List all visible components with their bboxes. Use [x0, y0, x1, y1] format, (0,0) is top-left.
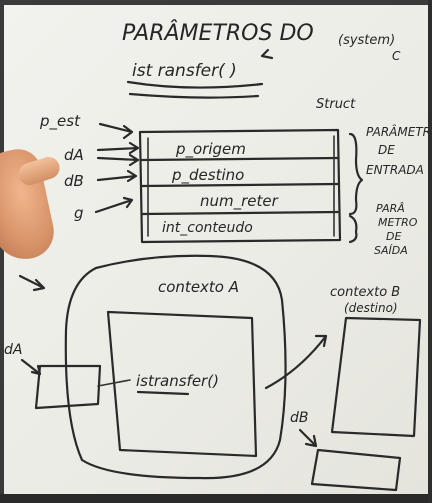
arrow-da-2	[96, 153, 140, 167]
saida-line-4: SAÍDA	[374, 244, 408, 257]
side-arrow	[18, 274, 46, 292]
arg-p-est: p_est	[39, 112, 81, 131]
saida-line-2: METRO	[378, 216, 418, 229]
arrow-da	[96, 141, 140, 155]
arrow-tip	[260, 48, 274, 60]
da-label: dA	[4, 342, 22, 358]
arrow-db	[96, 169, 138, 183]
call-underline	[136, 390, 190, 396]
arg-da: dA	[64, 146, 84, 164]
function-underline	[126, 80, 264, 89]
arg-db: dB	[64, 172, 84, 190]
struct-label: Struct	[316, 97, 356, 112]
system-note: (system)	[338, 33, 395, 48]
routine-a-inner-box	[106, 310, 258, 458]
arrow-g	[94, 196, 134, 214]
function-underline-2	[128, 92, 260, 99]
entrada-brace	[348, 132, 364, 216]
entrada-line-3: ENTRADA	[366, 163, 424, 177]
da-arrow	[20, 358, 42, 376]
routine-b-line-2: (destino)	[344, 301, 398, 315]
struct-divider-2	[140, 182, 340, 188]
saida-brace	[348, 214, 358, 244]
saida-line-3: DE	[386, 230, 401, 243]
call-label: istransfer()	[136, 372, 219, 390]
db-box	[310, 448, 402, 492]
field-p-origem: p_origem	[175, 140, 246, 159]
bottom-border	[0, 494, 432, 503]
function-name: ist ransfer( )	[132, 61, 237, 81]
routine-a-label: contexto A	[158, 278, 239, 296]
title: PARÂMETROS DO	[122, 20, 314, 46]
routine-a-outline	[64, 254, 287, 480]
struct-divider-1	[140, 156, 340, 162]
field-p-destino: p_destino	[171, 166, 244, 185]
db-arrow	[298, 428, 318, 448]
struct-box	[138, 128, 342, 244]
struct-inner-lines	[147, 135, 335, 237]
entrada-line-2: DE	[378, 143, 395, 157]
arg-g: g	[74, 204, 84, 222]
system-c: C	[392, 49, 401, 63]
field-num-reter: num_reter	[200, 192, 279, 211]
field-int-conteudo: int_conteudo	[162, 220, 253, 236]
entrada-line-1: PARÂMETRO	[366, 124, 432, 139]
call-arrow	[264, 334, 328, 390]
top-border	[0, 0, 432, 5]
db-label: dB	[290, 410, 309, 426]
arrow-p-est	[98, 122, 134, 140]
da-link	[97, 379, 131, 387]
saida-line-1: PARÂ	[376, 202, 405, 215]
routine-b-line-1: contexto B	[330, 285, 400, 300]
da-box	[34, 364, 102, 410]
routine-b-box	[330, 316, 422, 438]
struct-divider-3	[140, 210, 340, 216]
